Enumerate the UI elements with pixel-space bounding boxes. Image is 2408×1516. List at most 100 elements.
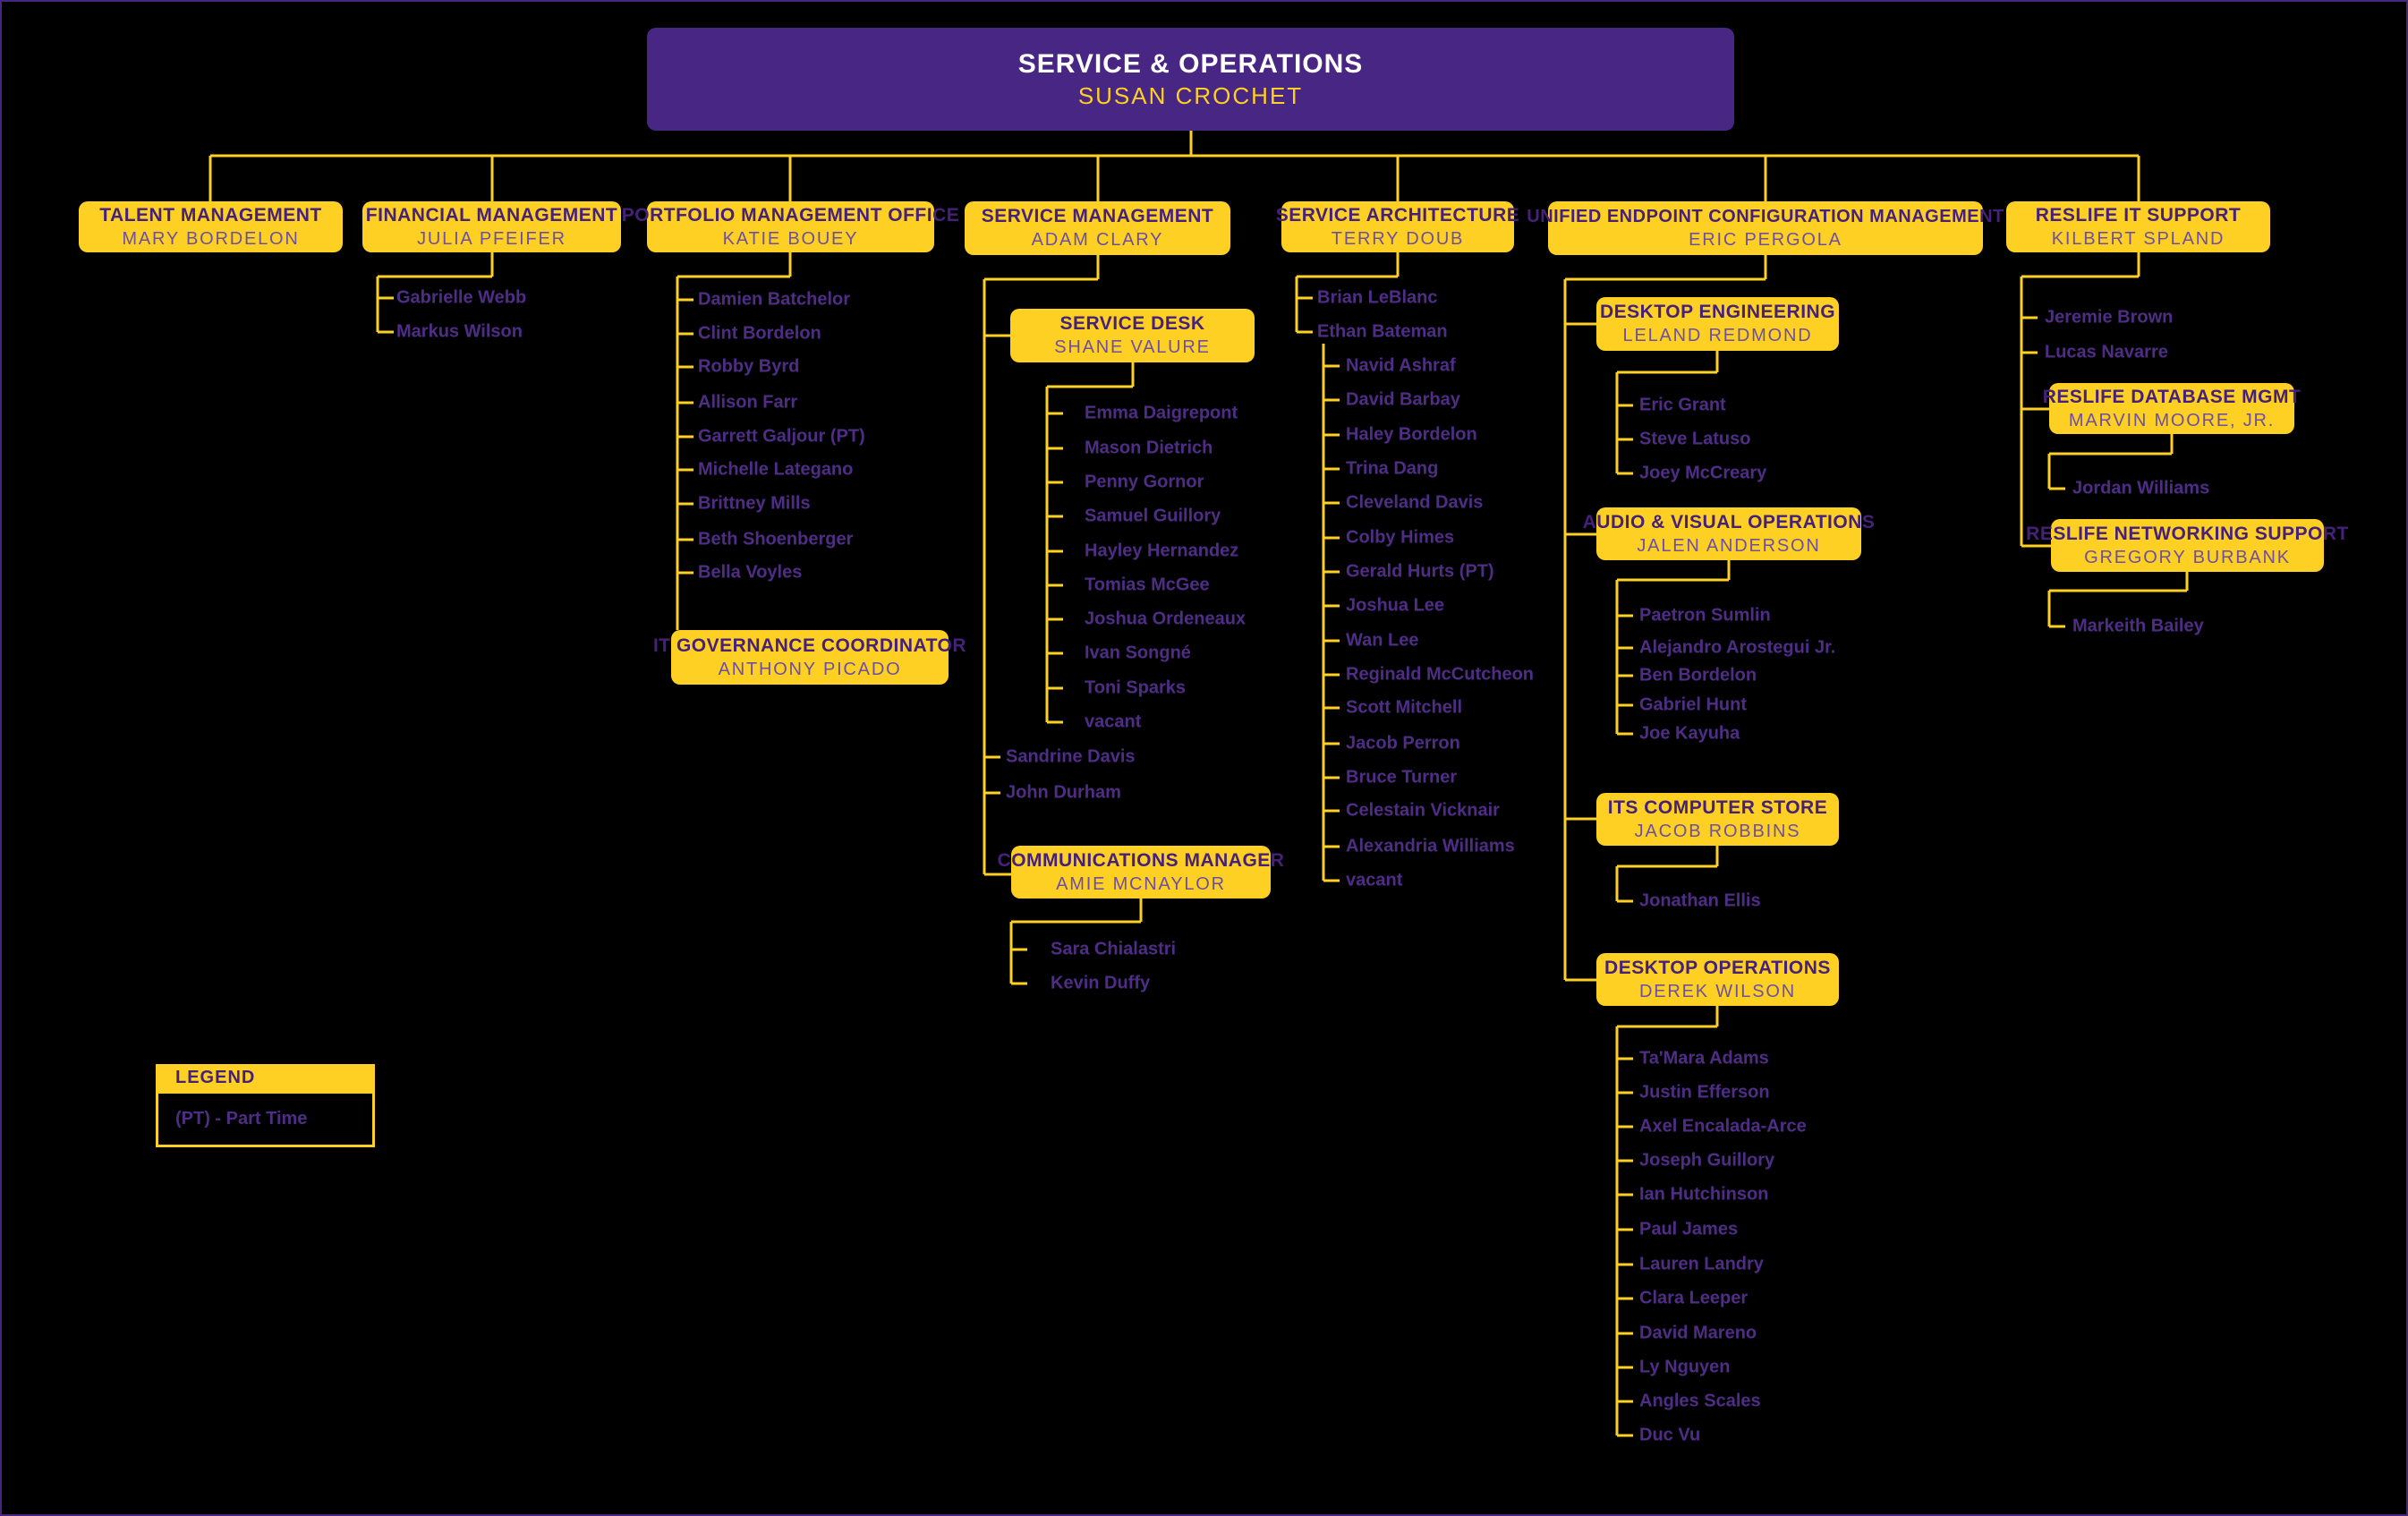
member-name: Clint Bordelon xyxy=(698,323,821,344)
org-box-desktop-operations: DESKTOP OPERATIONS DEREK WILSON xyxy=(1596,953,1839,1006)
member-name: Robby Byrd xyxy=(698,356,800,377)
member-name: Axel Encalada-Arce xyxy=(1639,1116,1807,1137)
member-name: Emma Daigrepont xyxy=(1085,403,1238,423)
box-title: DESKTOP OPERATIONS xyxy=(1604,957,1831,978)
member-name: Samuel Guillory xyxy=(1085,506,1221,526)
org-box-its-computer-store: ITS COMPUTER STORE JACOB ROBBINS xyxy=(1596,793,1839,846)
member-name: Angles Scales xyxy=(1639,1391,1761,1411)
member-name: Penny Gornor xyxy=(1085,472,1204,492)
box-person-name: DEREK WILSON xyxy=(1639,981,1796,1001)
org-box-service-architecture: SERVICE ARCHITECTURE TERRY DOUB xyxy=(1276,201,1519,252)
member-name: Joe Kayuha xyxy=(1639,723,1740,744)
member-name: Ly Nguyen xyxy=(1639,1357,1731,1377)
box-person-name: TERRY DOUB xyxy=(1331,228,1465,249)
box-person-name: MARVIN MOORE, JR. xyxy=(2068,410,2276,430)
member-name: vacant xyxy=(1085,711,1142,732)
member-name: David Mareno xyxy=(1639,1323,1757,1343)
member-name: Paetron Sumlin xyxy=(1639,605,1771,626)
org-box-service-management: SERVICE MANAGEMENT ADAM CLARY xyxy=(965,201,1230,255)
member-name: Jordan Williams xyxy=(2072,478,2210,498)
member-name: Jeremie Brown xyxy=(2045,307,2174,328)
member-name: Bruce Turner xyxy=(1346,767,1458,788)
member-name: Markus Wilson xyxy=(396,321,523,342)
member-name: Alexandria Williams xyxy=(1346,836,1515,856)
box-title: RESLIFE NETWORKING SUPPORT xyxy=(2026,523,2349,544)
org-box-communications-manager: COMMUNICATIONS MANAGER AMIE MCNAYLOR xyxy=(998,846,1284,899)
member-name: Celestain Vicknair xyxy=(1346,800,1500,821)
org-box-desktop-engineering: DESKTOP ENGINEERING LELAND REDMOND xyxy=(1596,297,1839,351)
member-name: Ethan Bateman xyxy=(1317,321,1448,342)
box-person-name: SUSAN CROCHET xyxy=(1077,81,1304,109)
member-name: Gabrielle Webb xyxy=(396,287,527,308)
member-name: Joshua Ordeneaux xyxy=(1085,609,1247,629)
member-name: Trina Dang xyxy=(1346,458,1439,479)
member-name: Justin Efferson xyxy=(1639,1082,1770,1103)
member-name: Duc Vu xyxy=(1639,1425,1701,1445)
member-name: Michelle Lategano xyxy=(698,459,854,480)
member-name: Joey McCreary xyxy=(1639,463,1767,483)
member-name: Beth Shoenberger xyxy=(698,529,854,549)
member-name: Ben Bordelon xyxy=(1639,665,1757,686)
member-name: Lauren Landry xyxy=(1639,1254,1764,1274)
member-name: Markeith Bailey xyxy=(2072,616,2204,636)
member-name: Allison Farr xyxy=(698,392,798,413)
member-name: Gabriel Hunt xyxy=(1639,694,1748,715)
member-name: Toni Sparks xyxy=(1085,677,1186,698)
member-name: Alejandro Arostegui Jr. xyxy=(1639,637,1836,658)
box-title: SERVICE ARCHITECTURE xyxy=(1275,204,1520,226)
box-title: TALENT MANAGEMENT xyxy=(99,204,322,226)
box-person-name: KILBERT SPLAND xyxy=(2051,228,2225,249)
box-title: PORTFOLIO MANAGEMENT OFFICE xyxy=(621,204,960,226)
member-name: Ta'Mara Adams xyxy=(1639,1048,1769,1069)
member-name: Scott Mitchell xyxy=(1346,697,1463,718)
box-title: AUDIO & VISUAL OPERATIONS xyxy=(1582,511,1876,532)
box-person-name: ERIC PERGOLA xyxy=(1689,229,1842,250)
legend-title: LEGEND xyxy=(175,1067,256,1087)
member-name: Joseph Guillory xyxy=(1639,1150,1775,1171)
member-name: Garrett Galjour (PT) xyxy=(698,426,865,447)
box-person-name: SHANE VALURE xyxy=(1054,337,1211,357)
org-box-reslife-it-support: RESLIFE IT SUPPORT KILBERT SPLAND xyxy=(2006,201,2270,252)
org-box-talent-management: TALENT MANAGEMENT MARY BORDELON xyxy=(79,201,343,252)
member-name: Damien Batchelor xyxy=(698,289,851,310)
member-name: Bella Voyles xyxy=(698,562,803,583)
org-box-financial-management: FINANCIAL MANAGEMENT JULIA PFEIFER xyxy=(362,201,621,252)
box-title: DESKTOP ENGINEERING xyxy=(1599,302,1836,322)
box-title: COMMUNICATIONS MANAGER xyxy=(997,849,1285,871)
member-name: Jonathan Ellis xyxy=(1639,890,1761,911)
box-person-name: JULIA PFEIFER xyxy=(417,228,566,249)
org-box-portfolio-management-office: PORTFOLIO MANAGEMENT OFFICE KATIE BOUEY xyxy=(622,201,959,252)
member-name: Joshua Lee xyxy=(1346,595,1445,616)
box-person-name: ANTHONY PICADO xyxy=(718,659,902,679)
box-title: ITS COMPUTER STORE xyxy=(1607,796,1828,818)
box-person-name: JALEN ANDERSON xyxy=(1637,535,1821,556)
org-box-reslife-networking-support: RESLIFE NETWORKING SUPPORT GREGORY BURBA… xyxy=(2026,519,2348,572)
member-name: Brian LeBlanc xyxy=(1317,287,1438,308)
box-title: SERVICE DESK xyxy=(1059,313,1205,334)
member-name: Brittney Mills xyxy=(698,493,811,514)
member-name: Navid Ashraf xyxy=(1346,355,1456,376)
box-title: RESLIFE DATABASE MGMT xyxy=(2042,386,2302,407)
box-person-name: ADAM CLARY xyxy=(1031,230,1164,250)
org-box-service-desk: SERVICE DESK SHANE VALURE xyxy=(1010,309,1255,362)
box-person-name: MARY BORDELON xyxy=(122,228,300,249)
org-box-reslife-database-mgmt: RESLIFE DATABASE MGMT MARVIN MOORE, JR. xyxy=(2043,383,2301,434)
legend-note: (PT) - Part Time xyxy=(175,1109,308,1128)
box-title: UNIFIED ENDPOINT CONFIGURATION MANAGEMEN… xyxy=(1527,206,2004,226)
member-name: John Durham xyxy=(1006,782,1121,803)
member-name: Clara Leeper xyxy=(1639,1288,1749,1308)
member-name: Tomias McGee xyxy=(1085,575,1210,595)
member-name: Wan Lee xyxy=(1346,630,1419,651)
member-name: Hayley Hernandez xyxy=(1085,541,1239,561)
box-person-name: JACOB ROBBINS xyxy=(1634,821,1801,841)
member-name: David Barbay xyxy=(1346,389,1460,410)
member-name: Ian Hutchinson xyxy=(1639,1184,1769,1205)
box-title: RESLIFE IT SUPPORT xyxy=(2035,204,2242,226)
member-name: Jacob Perron xyxy=(1346,733,1460,754)
member-name: Paul James xyxy=(1639,1219,1739,1239)
member-name: Reginald McCutcheon xyxy=(1346,664,1535,685)
box-title: FINANCIAL MANAGEMENT xyxy=(365,204,618,226)
member-name: Kevin Duffy xyxy=(1051,973,1151,993)
